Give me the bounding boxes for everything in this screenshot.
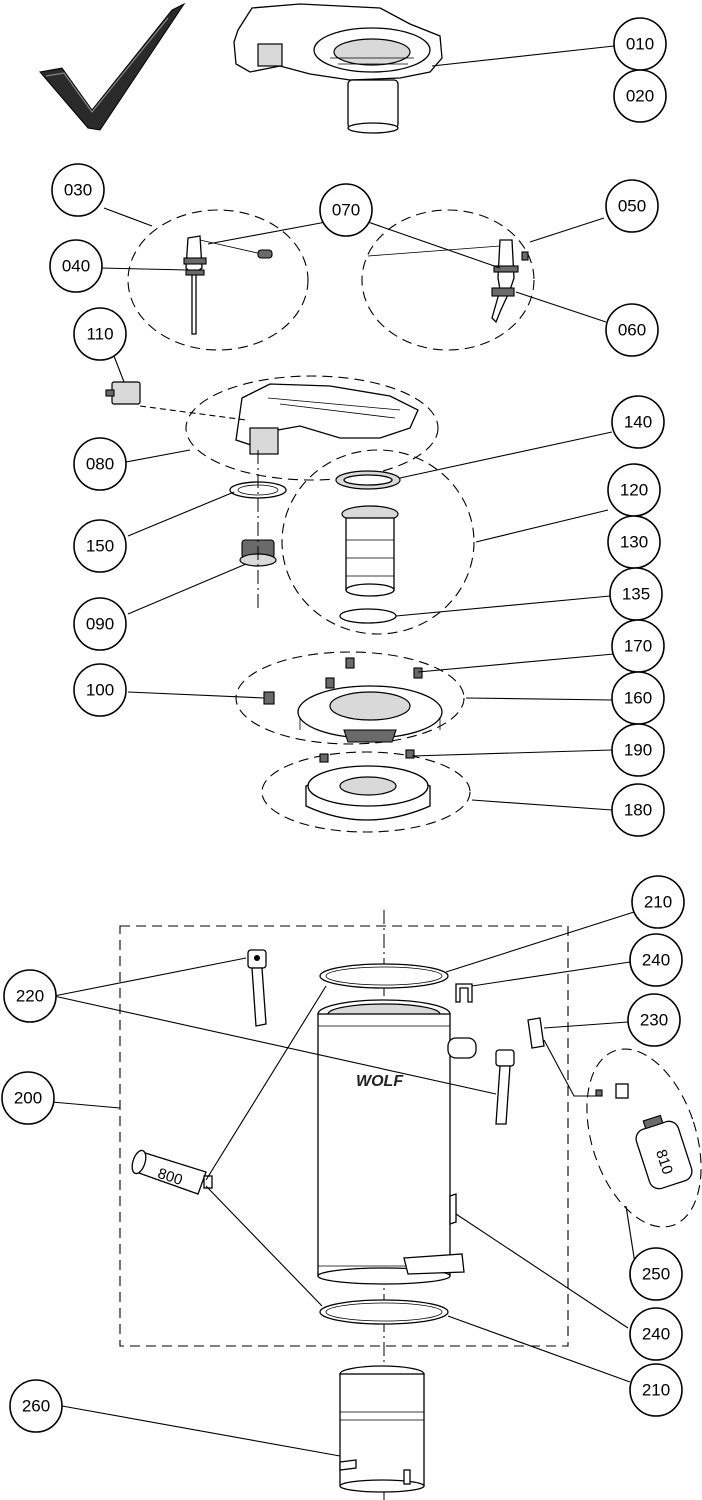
svg-text:250: 250 <box>642 1265 670 1284</box>
svg-text:180: 180 <box>624 801 652 820</box>
ring-135 <box>339 608 397 624</box>
callout-010: 010 <box>613 17 667 71</box>
screws-190 <box>319 749 415 763</box>
callout-090: 090 <box>73 597 127 651</box>
cartridge-800: 800 <box>131 1149 213 1195</box>
callout-210-top: 210 <box>631 875 685 929</box>
bracket-220-left <box>247 949 267 1027</box>
group-080-boundary <box>185 375 439 481</box>
group-160-boundary <box>235 651 465 745</box>
svg-text:240: 240 <box>642 1325 670 1344</box>
callout-250: 250 <box>629 1247 683 1301</box>
callout-050: 050 <box>605 179 659 233</box>
part-100 <box>263 691 275 705</box>
callout-100: 100 <box>73 663 127 717</box>
svg-text:090: 090 <box>86 615 114 634</box>
callout-180: 180 <box>611 783 665 837</box>
group-250-boundary <box>586 1048 702 1228</box>
svg-text:135: 135 <box>622 585 650 604</box>
svg-text:110: 110 <box>86 325 113 344</box>
gasket-210-bottom <box>319 1299 449 1325</box>
callout-150: 150 <box>73 519 127 573</box>
callout-135: 135 <box>609 567 663 621</box>
cartridge-810: 810 <box>635 1114 693 1190</box>
base-plate-160 <box>297 685 443 743</box>
sensor-060 <box>367 239 529 324</box>
group-120-boundary <box>281 449 475 635</box>
svg-text:260: 260 <box>22 1397 50 1416</box>
callout-210-bottom: 210 <box>629 1363 683 1417</box>
callout-110: 110 <box>73 307 127 361</box>
pin-240-bottom <box>449 1193 457 1225</box>
callout-220: 220 <box>3 969 57 1023</box>
bracket-230 <box>527 1017 545 1049</box>
svg-text:170: 170 <box>624 637 652 656</box>
canister-body: WOLF <box>317 999 477 1285</box>
valve-250 <box>595 1083 629 1099</box>
svg-text:050: 050 <box>618 197 646 216</box>
callout-200: 200 <box>1 1071 55 1125</box>
base-180 <box>305 765 431 821</box>
callout-080: 080 <box>73 437 127 491</box>
callout-190: 190 <box>611 723 665 777</box>
pipe-260 <box>339 1365 425 1493</box>
svg-text:080: 080 <box>86 455 114 474</box>
svg-text:210: 210 <box>644 893 672 912</box>
callout-030: 030 <box>51 163 105 217</box>
callout-130: 130 <box>607 515 661 569</box>
svg-text:120: 120 <box>620 481 648 500</box>
cartridge-810-label: 810 <box>652 1147 676 1176</box>
callout-160: 160 <box>611 671 665 725</box>
callout-060: 060 <box>605 303 659 357</box>
svg-text:130: 130 <box>620 533 648 552</box>
sensor-040 <box>183 235 273 335</box>
group-180-boundary <box>261 751 471 833</box>
brand-logo: WOLF <box>356 1073 404 1090</box>
svg-text:010: 010 <box>626 35 654 54</box>
gasket-210-top <box>319 963 449 989</box>
callout-040: 040 <box>49 239 103 293</box>
svg-text:100: 100 <box>86 681 114 700</box>
group-030-boundary <box>127 209 309 351</box>
clip-240-top <box>455 983 473 1003</box>
screws-170 <box>325 657 423 689</box>
bracket-220-right <box>495 1049 515 1125</box>
group-200-boundary <box>119 925 569 1347</box>
callout-260: 260 <box>9 1379 63 1433</box>
svg-text:200: 200 <box>14 1089 42 1108</box>
callout-240-bottom: 240 <box>629 1307 683 1361</box>
svg-text:150: 150 <box>86 537 114 556</box>
svg-text:040: 040 <box>62 257 90 276</box>
svg-text:240: 240 <box>642 951 670 970</box>
callout-170: 170 <box>611 619 665 673</box>
group-050-boundary <box>361 209 535 351</box>
svg-text:140: 140 <box>624 413 652 432</box>
svg-text:030: 030 <box>64 181 92 200</box>
svg-text:160: 160 <box>624 689 652 708</box>
callout-120: 120 <box>607 463 661 517</box>
svg-text:230: 230 <box>640 1011 668 1030</box>
callout-020: 020 <box>613 69 667 123</box>
filter-130 <box>341 505 399 597</box>
callout-230: 230 <box>627 993 681 1047</box>
callout-140: 140 <box>611 395 665 449</box>
checkmark-icon <box>39 2 186 131</box>
callout-240-top: 240 <box>629 933 683 987</box>
callout-070: 070 <box>319 183 373 237</box>
svg-text:190: 190 <box>624 741 652 760</box>
svg-text:220: 220 <box>16 987 44 1006</box>
svg-text:070: 070 <box>332 201 360 220</box>
cartridge-800-label: 800 <box>155 1165 184 1189</box>
housing-080 <box>235 383 419 455</box>
svg-text:210: 210 <box>642 1381 670 1400</box>
leader-lines <box>51 45 637 1457</box>
motor-head-assembly <box>233 3 443 134</box>
switch-110 <box>105 381 141 405</box>
svg-text:020: 020 <box>626 87 654 106</box>
svg-text:060: 060 <box>618 321 646 340</box>
